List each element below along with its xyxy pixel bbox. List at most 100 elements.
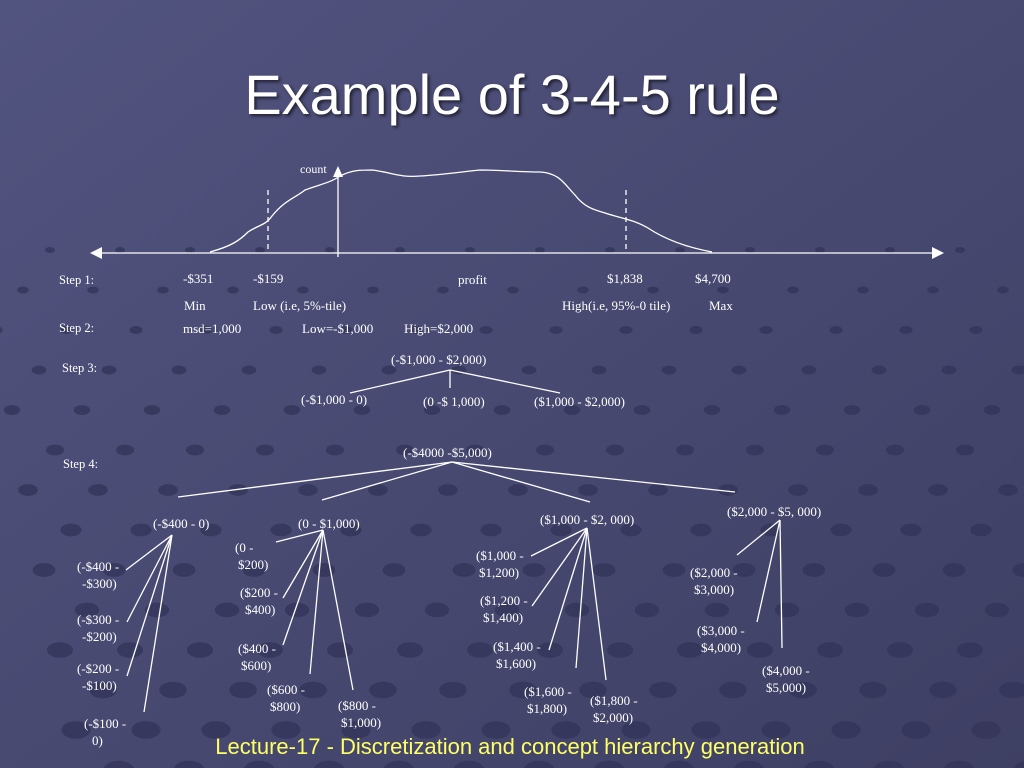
background-dot (171, 365, 187, 375)
g2-child-1-line1: (0 - (235, 540, 254, 555)
background-dot (507, 286, 519, 294)
background-dot (31, 365, 47, 375)
max-name: Max (709, 298, 733, 313)
background-dot (718, 484, 738, 496)
background-dot (873, 760, 905, 768)
background-dot (927, 286, 939, 294)
g2-child-3-line2: $600) (241, 658, 272, 673)
background-dot (929, 681, 957, 699)
background-dot (690, 523, 712, 537)
background-dot (523, 760, 555, 768)
background-dot (536, 444, 554, 456)
background-dot (437, 286, 449, 294)
background-dot (733, 760, 765, 768)
g1-child-3-line1: (-$200 - (77, 661, 120, 676)
background-dot (872, 563, 896, 577)
background-dot (269, 326, 283, 334)
background-dot (479, 326, 493, 334)
background-dot (423, 405, 441, 415)
background-dot (551, 721, 581, 739)
background-dot (313, 760, 345, 768)
background-dot (493, 405, 511, 415)
background-dot (607, 642, 633, 658)
background-dot (719, 681, 747, 699)
background-dot (326, 444, 344, 456)
background-dot (830, 523, 852, 537)
g3-child-3-line1: ($1,400 - (493, 639, 541, 654)
background-dot (410, 523, 432, 537)
background-dot (815, 247, 825, 253)
g4-edge-1 (736, 519, 781, 556)
background-dot (228, 484, 248, 496)
g2-child-4-line2: $800) (270, 699, 301, 714)
background-dot (354, 602, 380, 618)
background-dot (549, 326, 563, 334)
g1-edge-2 (126, 534, 173, 623)
background-dot (691, 721, 721, 739)
background-dot (647, 286, 659, 294)
step2-msd: msd=1,000 (183, 321, 242, 336)
background-dot (242, 563, 266, 577)
g1-child-1-line2: -$300) (82, 576, 117, 591)
group-3-label: ($1,000 - $2, 000) (540, 512, 635, 527)
background-dot (859, 681, 887, 699)
background-dot (508, 484, 528, 496)
g4-child-1-line1: ($2,000 - (690, 565, 738, 580)
background-dot (564, 602, 590, 618)
background-dot (717, 286, 729, 294)
background-dot (283, 405, 301, 415)
g3-child-1-line1: ($1,000 - (476, 548, 524, 563)
background-dot (871, 365, 887, 375)
axis-arrow-left (90, 247, 102, 259)
background-dot (144, 602, 170, 618)
background-dot (201, 721, 231, 739)
background-dot (284, 602, 310, 618)
g4-edge-3 (779, 519, 783, 649)
background-dot (243, 760, 275, 768)
background-dot (397, 642, 423, 658)
background-dot (74, 602, 100, 618)
background-dot (395, 247, 405, 253)
background-dot (970, 523, 992, 537)
step3-edge-right (449, 369, 561, 394)
background-dot (214, 602, 240, 618)
background-dot (941, 365, 957, 375)
group-4-label: ($2,000 - $5, 000) (727, 504, 822, 519)
background-dot (186, 444, 204, 456)
background-dot (844, 602, 870, 618)
background-dot (746, 444, 764, 456)
background-dot (101, 365, 117, 375)
step1-label: Step 1: (59, 273, 95, 287)
background-dot (857, 286, 869, 294)
background-dot (256, 444, 274, 456)
step4-edge-3 (451, 461, 591, 503)
background-dot (521, 365, 537, 375)
high-value: $1,838 (607, 271, 643, 286)
background-dot (341, 721, 371, 739)
g3-child-3-line2: $1,600) (496, 656, 537, 671)
g3-child-1-line2: $1,200) (479, 565, 520, 580)
background-dot (73, 405, 91, 415)
g1-child-2-line1: (-$300 - (77, 612, 120, 627)
background-dot (383, 760, 415, 768)
background-dot (438, 484, 458, 496)
g3-child-2-line2: $1,400) (483, 610, 524, 625)
background-dot (369, 681, 397, 699)
background-dot (340, 523, 362, 537)
g2-child-2-line2: $400) (245, 602, 276, 617)
background-dot (829, 326, 843, 334)
background-dot (843, 405, 861, 415)
max-value: $4,700 (695, 271, 731, 286)
background-dot (577, 286, 589, 294)
background-dot (18, 484, 38, 496)
background-dot (509, 681, 537, 699)
background-dot (760, 523, 782, 537)
background-dot (255, 247, 265, 253)
background-dot (1011, 365, 1024, 375)
background-dot (662, 563, 686, 577)
background-dot (353, 405, 371, 415)
background-dot (703, 405, 721, 415)
background-dot (956, 444, 974, 456)
background-dot (200, 523, 222, 537)
step3-root: (-$1,000 - $2,000) (391, 352, 487, 367)
